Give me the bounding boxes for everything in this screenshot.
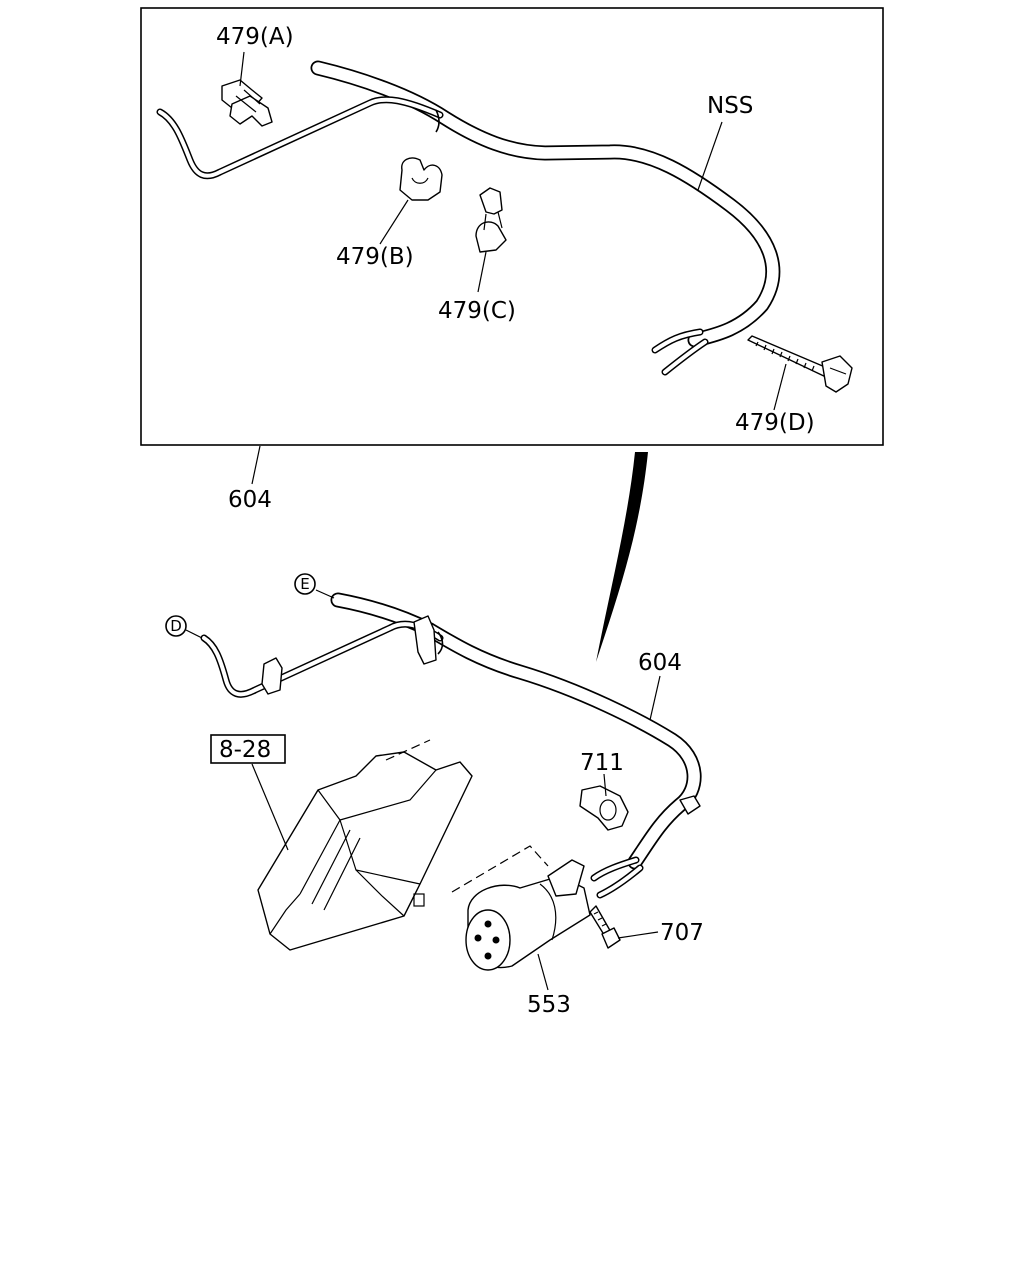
cable-tie-479d-part bbox=[747, 335, 853, 393]
label-8-28: 8-28 bbox=[219, 737, 271, 763]
ref-circle-d: D bbox=[165, 615, 187, 637]
leader-479d bbox=[773, 363, 787, 411]
label-479b: 479(B) bbox=[336, 244, 414, 270]
leader-ref-d bbox=[185, 629, 203, 639]
dashed-connection bbox=[451, 845, 549, 893]
clip-479c-part bbox=[475, 187, 507, 253]
clip-711-part bbox=[579, 785, 629, 831]
leader-nss bbox=[697, 121, 723, 191]
bolt-707-part bbox=[589, 905, 621, 949]
label-711: 711 bbox=[580, 750, 624, 776]
clip-479a-part bbox=[221, 79, 273, 127]
label-nss: NSS bbox=[707, 93, 753, 119]
svg-text:E: E bbox=[300, 575, 309, 593]
leader-479c bbox=[477, 251, 487, 293]
clip-479b-part bbox=[399, 157, 443, 201]
label-707: 707 bbox=[660, 920, 704, 946]
dashed-connection-2 bbox=[385, 739, 431, 761]
leader-479b bbox=[379, 199, 409, 245]
ref-box-8-28 bbox=[210, 734, 286, 764]
label-479d: 479(D) bbox=[735, 410, 815, 436]
svg-text:D: D bbox=[170, 617, 182, 635]
harness-lower bbox=[200, 592, 702, 899]
ref-circle-e: E bbox=[294, 573, 316, 595]
connector-553-part bbox=[465, 859, 591, 971]
control-unit-part bbox=[257, 751, 473, 951]
leader-479a bbox=[239, 51, 245, 87]
label-479c: 479(C) bbox=[438, 298, 516, 324]
harness-detail bbox=[156, 60, 781, 376]
label-553: 553 bbox=[527, 992, 571, 1018]
leader-711 bbox=[603, 773, 607, 797]
label-479a: 479(A) bbox=[216, 24, 294, 50]
leader-8-28 bbox=[251, 763, 289, 851]
detail-pointer bbox=[596, 452, 648, 662]
label-604-top: 604 bbox=[228, 487, 272, 513]
leader-ref-e bbox=[315, 589, 335, 599]
label-604-bottom: 604 bbox=[638, 650, 682, 676]
detail-box bbox=[140, 7, 884, 446]
leader-604-top bbox=[251, 445, 261, 485]
leader-553 bbox=[537, 953, 549, 991]
leader-604-bottom bbox=[649, 675, 661, 721]
leader-707 bbox=[617, 931, 659, 939]
